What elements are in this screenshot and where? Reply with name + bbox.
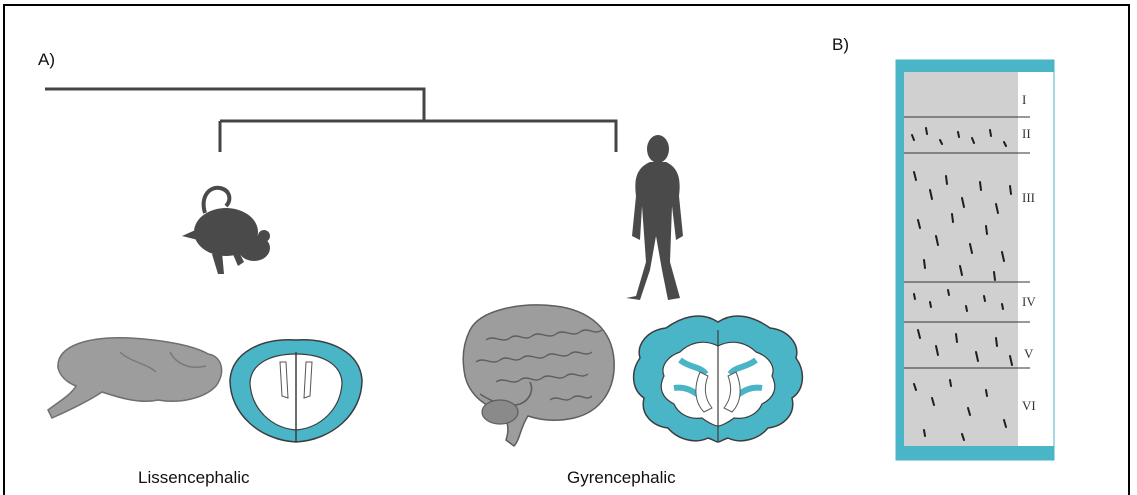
mouse-silhouette-icon (182, 188, 270, 274)
gyrencephalic-caption: Gyrencephalic (567, 468, 676, 488)
cortex-layer-6: VI (1022, 398, 1036, 414)
cortex-layer-3: III (1022, 190, 1035, 206)
cortex-layer-1: I (1022, 92, 1026, 108)
lissencephalic-section-icon (230, 340, 362, 442)
human-silhouette-icon (626, 135, 683, 300)
lissencephalic-caption: Lissencephalic (138, 468, 250, 488)
cortex-layer-2: II (1022, 126, 1031, 142)
gyrencephalic-section-icon (634, 316, 803, 442)
phylogeny-tree (45, 89, 616, 152)
gyrencephalic-brain-icon (463, 305, 614, 446)
cortex-layer-5: V (1024, 346, 1033, 362)
cortex-layer-4: IV (1022, 294, 1036, 310)
lissencephalic-brain-icon (48, 338, 222, 418)
